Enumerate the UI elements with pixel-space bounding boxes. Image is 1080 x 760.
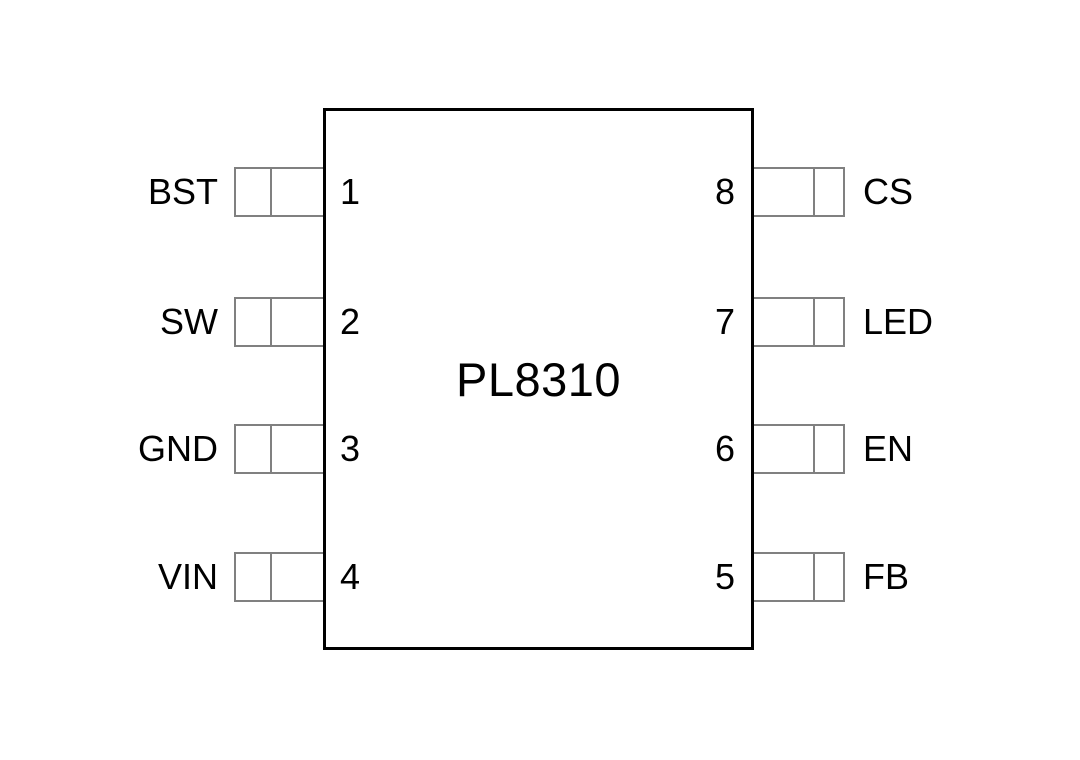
pin-name-fb: FB [863,556,910,597]
pin-number-5: 5 [714,556,735,597]
pin-name-bst: BST [147,171,218,212]
pin-name-vin: VIN [157,556,218,597]
ic-body-outline [323,108,754,650]
pin-name-cs: CS [863,171,914,212]
pin-name-gnd: GND [138,428,218,469]
pin-lead-divider [270,424,272,474]
pin-name-sw: SW [160,301,218,342]
pin-lead-divider [813,167,815,217]
pin-number-4: 4 [340,556,361,597]
pin-number-3: 3 [340,428,361,469]
pin-lead-3 [234,424,326,474]
pin-lead-divider [813,297,815,347]
pin-lead-4 [234,552,326,602]
pin-number-2: 2 [340,301,361,342]
pin-number-6: 6 [714,428,735,469]
pin-lead-5 [752,552,845,602]
pin-lead-divider [270,167,272,217]
pin-number-8: 8 [714,171,735,212]
pin-name-en: EN [863,428,914,469]
pin-lead-divider [813,552,815,602]
pin-lead-7 [752,297,845,347]
pin-lead-divider [270,552,272,602]
pin-lead-8 [752,167,845,217]
pin-lead-divider [270,297,272,347]
pin-lead-1 [234,167,326,217]
pin-lead-divider [813,424,815,474]
pin-lead-6 [752,424,845,474]
pin-lead-2 [234,297,326,347]
pin-name-led: LED [863,301,934,342]
pin-number-1: 1 [340,171,361,212]
pin-number-7: 7 [714,301,735,342]
